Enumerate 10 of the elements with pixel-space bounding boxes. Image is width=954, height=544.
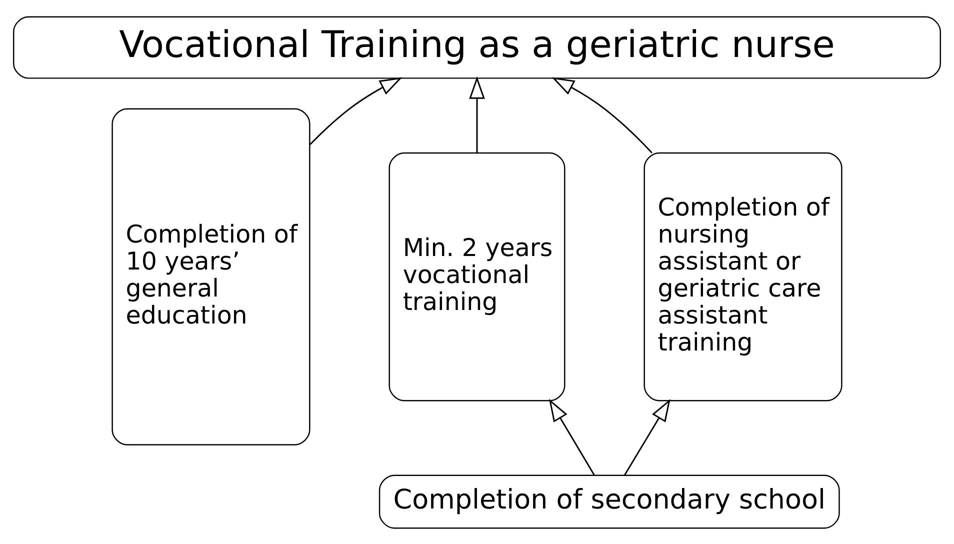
arrow [552,76,653,153]
arrow [469,76,485,152]
arrow [624,398,670,475]
arrow [310,76,402,144]
arrow [548,398,595,475]
node-box: Min. 2 years vocational training [388,152,566,401]
node-box: Vocational Training as a geriatric nurse [13,16,941,78]
node-box: Completion of nursing assistant or geriatric care assistant training [644,152,842,401]
node-box: Completion of 10 years’ general education [112,108,310,445]
node-box: Completion of secondary school [378,474,840,528]
